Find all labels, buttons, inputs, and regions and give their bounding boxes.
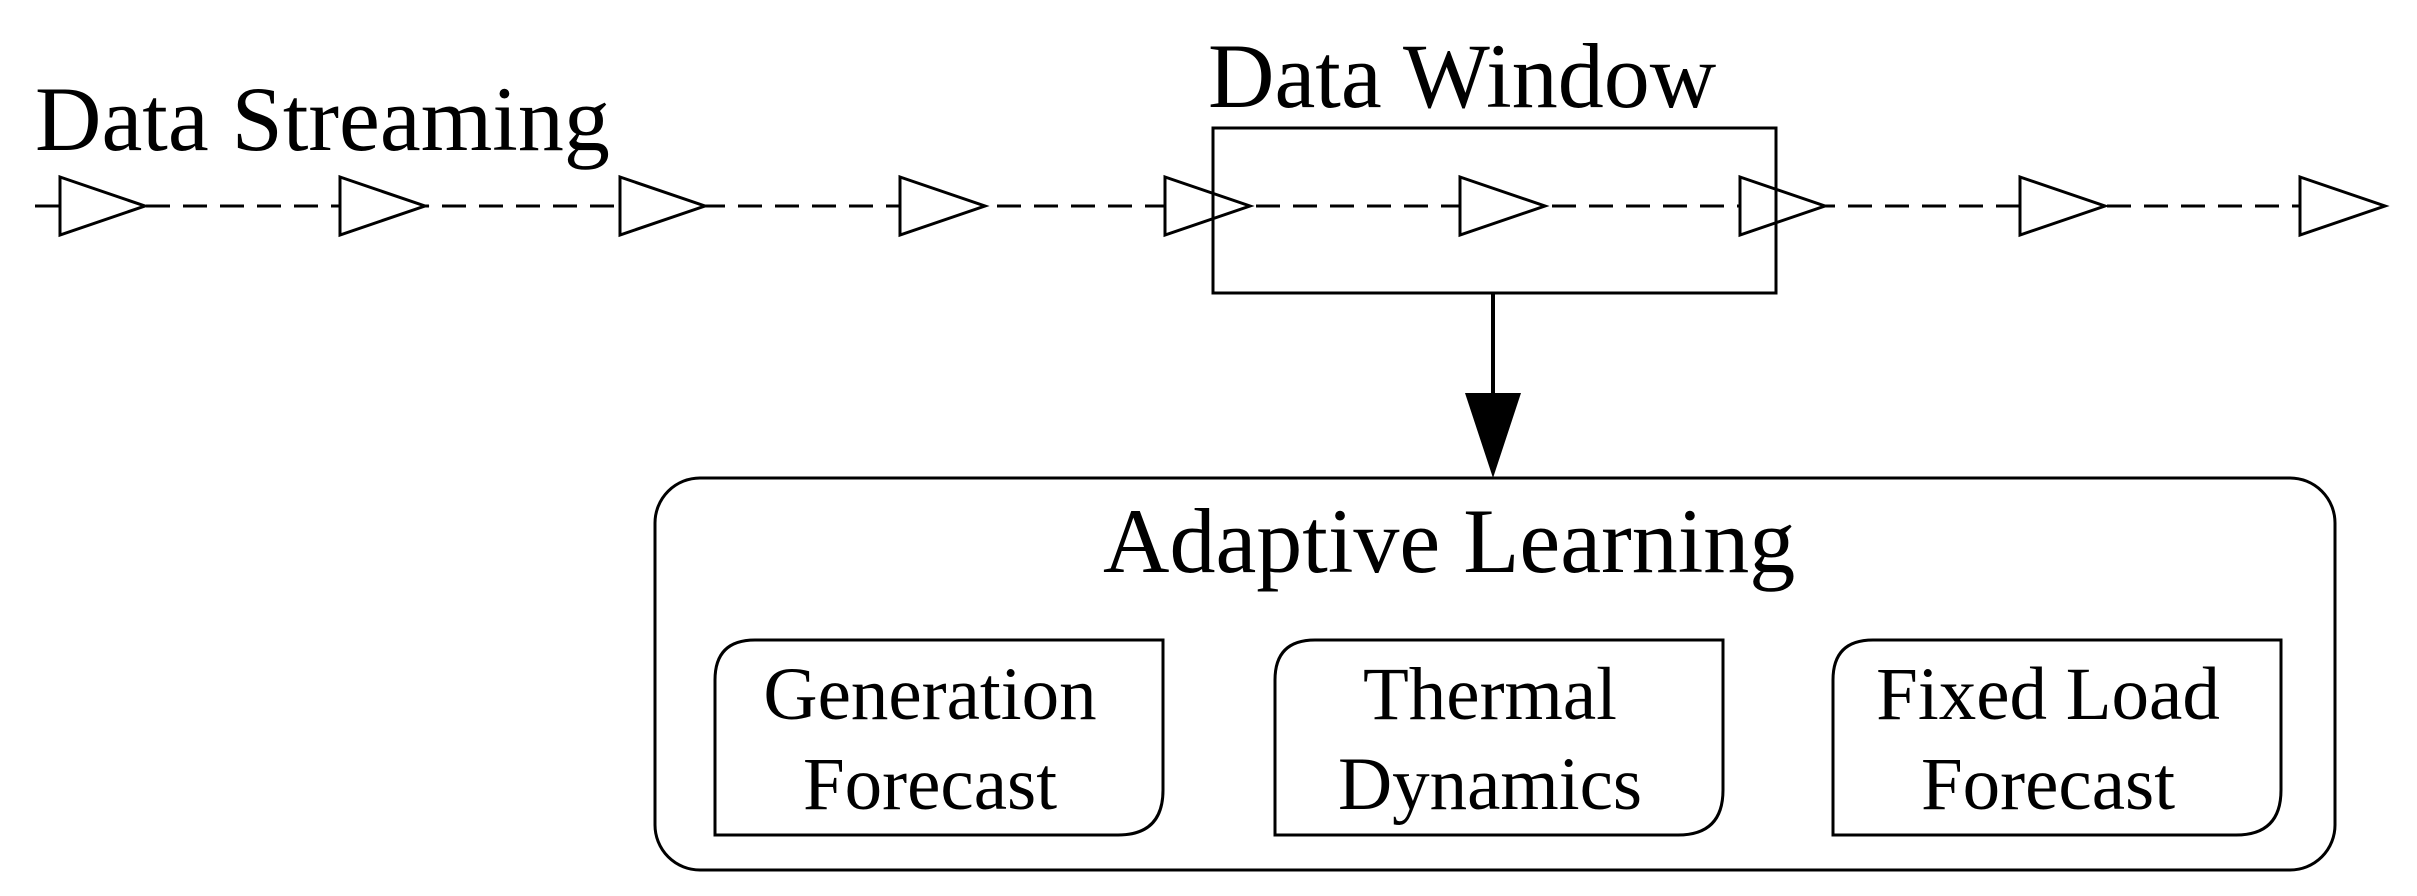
fixed-load-forecast-line1: Fixed Load [1876,653,2220,736]
stream-packet [2018,174,2110,238]
stream-packets [58,174,2390,238]
generation-forecast-label: Generation Forecast [710,650,1150,830]
thermal-dynamics-line2: Dynamics [1337,743,1643,826]
adaptive-learning-box [653,476,2337,872]
fixed-load-forecast-box [1831,638,2283,837]
stream-packet [1458,174,1550,238]
stream-packet [58,174,150,238]
stream-packet [1738,174,1830,238]
generation-forecast-box [713,638,1165,837]
thermal-dynamics-label: Thermal Dynamics [1270,650,1710,830]
thermal-dynamics-box [1273,638,1725,837]
stream-packet [2298,174,2390,238]
stream-packet [618,174,710,238]
data-window-label: Data Window [1208,25,1717,127]
stream-packet [338,174,430,238]
stream-packet [898,174,990,238]
fixed-load-forecast-line2: Forecast [1920,743,2176,826]
generation-forecast-line2: Forecast [802,743,1058,826]
thermal-dynamics-line1: Thermal [1362,653,1618,736]
adaptive-learning-label: Adaptive Learning [1103,490,1796,592]
fixed-load-forecast-label: Fixed Load Forecast [1828,650,2268,830]
flow-arrow-head [1465,393,1521,478]
data-streaming-label: Data Streaming [35,68,610,170]
generation-forecast-line1: Generation [763,653,1097,736]
stream-packet [1163,174,1255,238]
